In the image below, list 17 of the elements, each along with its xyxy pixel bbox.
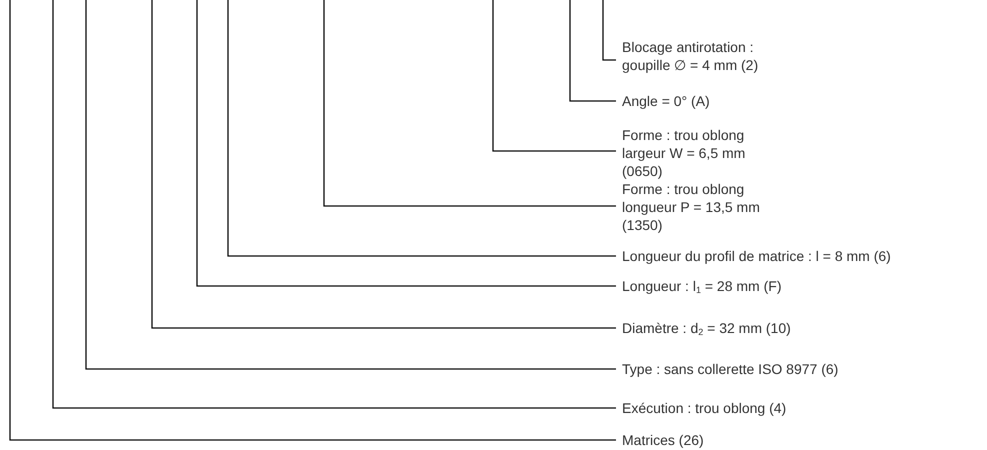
callout-text: Longueur du profil de matrice : l = 8 mm (6) xyxy=(616,247,891,265)
callout-text: Type : sans collerette ISO 8977 (6) xyxy=(616,360,838,378)
leader-line xyxy=(151,0,616,329)
leader-line xyxy=(569,0,616,102)
callout-text: Angle = 0° (A) xyxy=(616,92,710,110)
leader-line xyxy=(602,0,616,61)
callout-text: Exécution : trou oblong (4) xyxy=(616,399,786,417)
callout-text: Blocage antirotation : goupille ∅ = 4 mm (2) xyxy=(616,38,772,74)
callout-text: Forme : trou oblong largeur W = 6,5 mm (0650) xyxy=(616,126,772,180)
callout-text: Forme : trou oblong longueur P = 13,5 mm (1350) xyxy=(616,180,782,234)
leader-line xyxy=(196,0,616,287)
leader-line xyxy=(227,0,616,257)
leader-line xyxy=(492,0,616,152)
callout-text: Matrices (26) xyxy=(616,431,704,449)
callout-text: Longueur : l$_{1}$ = 28 mm (F) xyxy=(616,277,782,295)
leader-line xyxy=(323,0,616,207)
callout-text: Diamètre : d$_{2}$ = 32 mm (10) xyxy=(616,319,791,337)
